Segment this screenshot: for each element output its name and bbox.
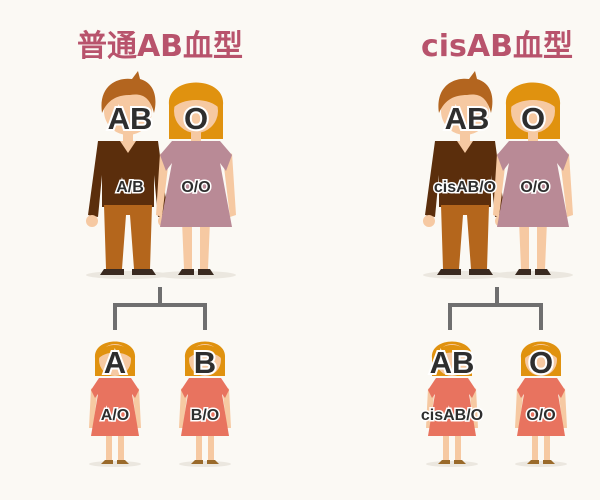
left-child-2-genotype: B/O — [191, 407, 219, 424]
left-child-1-blood-type: A — [104, 345, 126, 380]
left-father-genotype: A/B — [116, 179, 144, 196]
left-father-blood-type: AB — [108, 101, 153, 136]
right-father-genotype: cisAB/O — [434, 179, 496, 196]
left-child-2-blood-type: B — [194, 345, 216, 380]
left-mother-genotype: O/O — [181, 179, 210, 196]
right-child-2-blood-type: O — [529, 345, 553, 380]
right-child-1-blood-type: AB — [430, 345, 475, 380]
right-panel-title: cisAB血型 — [421, 29, 573, 64]
right-mother-blood-type: O — [521, 101, 545, 136]
left-family-connector — [113, 287, 207, 330]
right-father-blood-type: AB — [445, 101, 490, 136]
right-child-2-genotype: O/O — [526, 407, 555, 424]
right-child-1-genotype: cisAB/O — [421, 407, 483, 424]
left-child-1-genotype: A/O — [101, 407, 129, 424]
left-mother-blood-type: O — [184, 101, 208, 136]
left-panel-title: 普通AB血型 — [77, 29, 243, 64]
right-family-connector — [448, 287, 543, 330]
right-mother-genotype: O/O — [520, 179, 549, 196]
